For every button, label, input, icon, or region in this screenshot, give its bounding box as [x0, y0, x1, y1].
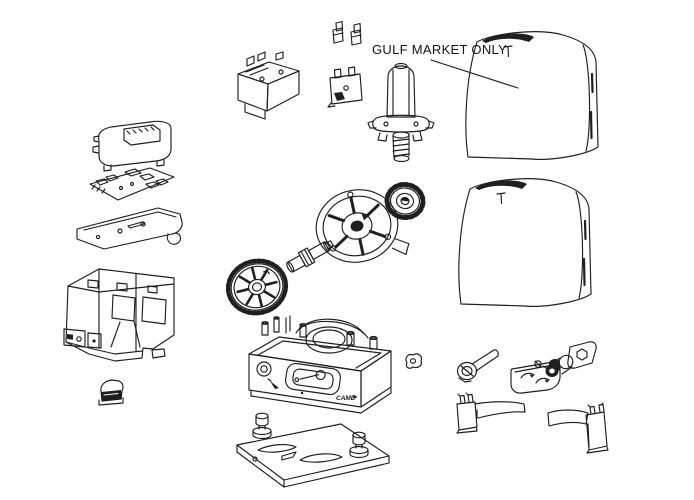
cam-clip-drawing — [405, 353, 423, 369]
came-logo: CAME — [336, 395, 356, 402]
brush-holder-pair-drawing — [332, 20, 362, 46]
chassis-frame-drawing — [63, 268, 175, 362]
microswitch-drawing — [327, 66, 363, 108]
lock-cylinder-drawing — [534, 341, 597, 377]
control-cover-drawing — [92, 120, 172, 172]
limit-bracket-right-drawing — [547, 402, 609, 454]
bearing-flange-drawing — [315, 189, 410, 263]
standard-cover-drawing — [458, 178, 592, 307]
annotation-leader-line — [430, 59, 519, 89]
pinion-gear-drawing — [384, 181, 426, 221]
mounting-plate-drawing — [236, 412, 390, 488]
came-logo-mark — [353, 394, 358, 399]
anchor-bolt — [252, 412, 272, 440]
control-board-drawing — [89, 167, 175, 201]
gulf-cover-drawing — [465, 31, 599, 160]
board-bracket-drawing — [76, 207, 183, 250]
transformer-drawing — [237, 51, 300, 120]
gulf-market-only-label: GULF MARKET ONLY — [372, 42, 507, 57]
release-screw-drawing — [456, 349, 499, 383]
driven-gear-drawing — [225, 258, 289, 316]
motor-drawing — [367, 62, 435, 163]
gearmotor-base-drawing: CAME — [248, 315, 392, 414]
limit-bracket-left-drawing — [456, 392, 526, 434]
capacitor-box-drawing — [98, 379, 124, 406]
